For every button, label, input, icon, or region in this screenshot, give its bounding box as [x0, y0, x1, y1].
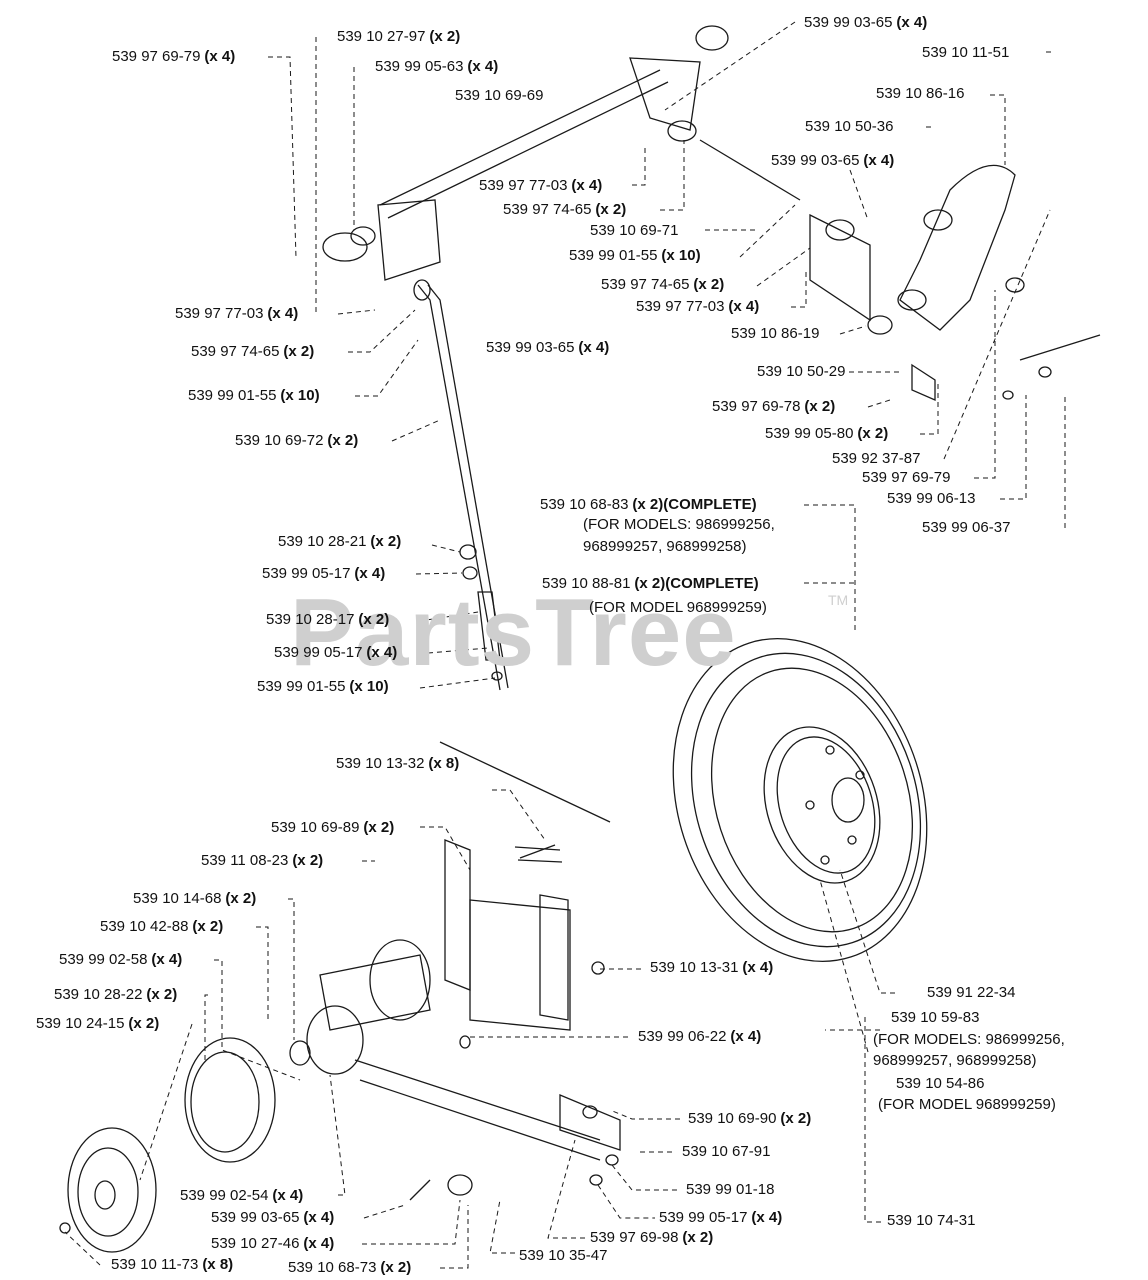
part-label: 539 10 28-17(x 2) [266, 611, 390, 628]
part-label: 539 10 88-81(x 2)(COMPLETE) [542, 575, 759, 592]
part-label: 539 10 42-88(x 2) [100, 918, 224, 935]
part-label: 539 10 14-68(x 2) [133, 890, 257, 907]
transmission-assembly [59, 839, 621, 1253]
part-label: 539 10 67-91 [682, 1143, 771, 1160]
part-label: 539 10 68-73(x 2) [288, 1259, 412, 1276]
part-label: 539 97 69-98(x 2) [590, 1229, 714, 1246]
part-label: 539 10 11-51 [922, 44, 1010, 61]
part-label: 539 97 69-78(x 2) [712, 398, 836, 415]
part-label: 539 10 86-19 [731, 325, 820, 342]
part-label: 539 10 69-90(x 2) [688, 1110, 812, 1127]
part-label: 539 99 05-17(x 4) [659, 1209, 783, 1226]
part-label: 539 10 35-47 [519, 1247, 608, 1264]
part-label: 539 10 27-46(x 4) [211, 1235, 335, 1252]
model-note: 968999257, 968999258) [583, 538, 747, 555]
part-label: 539 99 06-22(x 4) [638, 1028, 762, 1045]
part-label: 539 97 77-03(x 4) [636, 298, 760, 315]
part-label: 539 97 77-03(x 4) [175, 305, 299, 322]
part-label: 539 10 59-83 [891, 1009, 980, 1026]
part-label: 539 99 03-65(x 4) [486, 339, 610, 356]
part-label: 539 99 05-17(x 4) [274, 644, 398, 661]
section-divider [439, 741, 611, 823]
model-note: (FOR MODELS: 986999256, [583, 516, 775, 533]
leader-lines [64, 21, 1066, 1269]
part-label: 539 99 03-65(x 4) [804, 14, 928, 31]
part-label: 539 99 02-54(x 4) [180, 1187, 304, 1204]
part-label: 539 99 05-80(x 2) [765, 425, 889, 442]
part-label: 539 99 03-65(x 4) [771, 152, 895, 169]
part-label: 539 99 01-55(x 10) [569, 247, 701, 264]
part-label: 539 10 28-21(x 2) [278, 533, 402, 550]
part-label: 539 97 74-65(x 2) [191, 343, 315, 360]
part-label: 539 99 02-58(x 4) [59, 951, 183, 968]
part-label: 539 99 06-13 [887, 490, 976, 507]
part-label: 539 10 54-86 [896, 1075, 985, 1092]
part-label: 539 10 11-73(x 8) [111, 1256, 234, 1273]
part-label: 539 10 74-31 [887, 1212, 976, 1229]
part-label: 539 91 22-34 [927, 984, 1016, 1001]
part-label: 539 10 69-71 [590, 222, 679, 239]
model-note: 968999257, 968999258) [873, 1052, 1037, 1069]
model-note: (FOR MODEL 968999259) [589, 599, 767, 616]
part-label: 539 10 69-69 [455, 87, 544, 104]
part-label: 539 11 08-23(x 2) [201, 852, 324, 869]
part-label: 539 10 24-15(x 2) [36, 1015, 160, 1032]
part-label: 539 10 69-89(x 2) [271, 819, 395, 836]
model-note: (FOR MODELS: 986999256, [873, 1031, 1065, 1048]
trademark-symbol: TM [828, 592, 849, 608]
part-label: 539 99 01-55(x 10) [257, 678, 389, 695]
part-label: 539 10 50-29 [757, 363, 846, 380]
rear-wheel [672, 637, 928, 963]
steering-shaft-assembly [322, 25, 1101, 401]
partstree-watermark: PartsTree [290, 579, 737, 686]
part-label: 539 10 13-32(x 8) [336, 755, 460, 772]
part-label: 539 97 74-65(x 2) [601, 276, 725, 293]
part-label: 539 10 69-72(x 2) [235, 432, 359, 449]
part-label: 539 92 37-87 [832, 450, 921, 467]
part-label: 539 97 77-03(x 4) [479, 177, 603, 194]
part-label: 539 97 69-79 [862, 469, 951, 486]
model-note: (FOR MODEL 968999259) [878, 1096, 1056, 1113]
part-label: 539 10 50-36 [805, 118, 894, 135]
part-label: 539 10 86-16 [876, 85, 965, 102]
part-label: 539 99 03-65(x 4) [211, 1209, 335, 1226]
part-label: 539 10 13-31(x 4) [650, 959, 774, 976]
tie-rod [413, 279, 509, 691]
part-label: 539 99 05-63(x 4) [375, 58, 499, 75]
part-label: 539 99 05-17(x 4) [262, 565, 386, 582]
part-label: 539 10 68-83(x 2)(COMPLETE) [540, 496, 757, 513]
part-label: 539 99 06-37 [922, 519, 1011, 536]
part-label: 539 97 74-65(x 2) [503, 201, 627, 218]
part-label: 539 97 69-79(x 4) [112, 48, 236, 65]
part-label: 539 10 27-97(x 2) [337, 28, 461, 45]
part-label: 539 10 28-22(x 2) [54, 986, 178, 1003]
part-label: 539 99 01-55(x 10) [188, 387, 320, 404]
part-label: 539 99 01-18 [686, 1181, 775, 1198]
